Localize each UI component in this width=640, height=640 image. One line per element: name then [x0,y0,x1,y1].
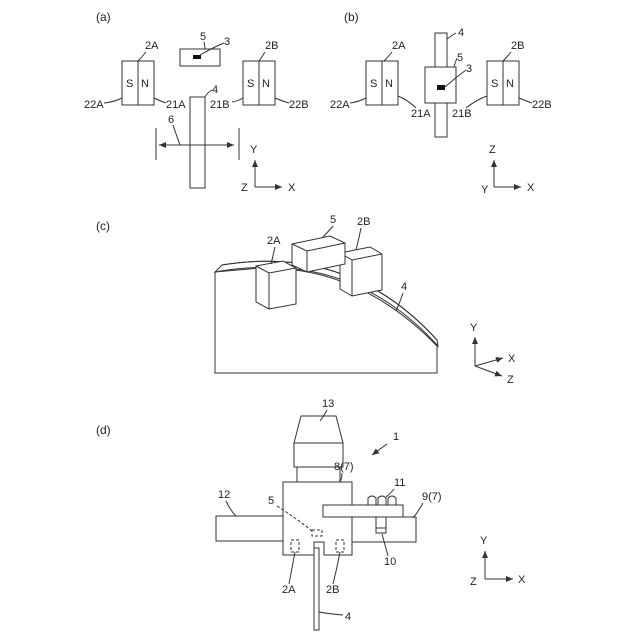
magnet-2a: S N [366,61,398,105]
panel-a: (a) S N 2A 22A 21A 5 3 S N 2B [84,10,309,194]
pole-n: N [385,78,393,90]
pole-s: S [247,78,254,90]
panel-b-tag: (b) [344,10,359,24]
label-1: 1 [393,431,399,443]
sensor-5 [292,236,345,272]
axis-up: Y [480,535,488,547]
label-5: 5 [457,52,463,64]
axis-out: Z [241,182,248,194]
sensor-5 [180,49,220,66]
magnetic-element-3 [193,55,201,59]
axis-right: X [288,182,296,194]
label-4: 4 [458,27,464,39]
housing-8 [283,482,352,555]
axis-out: Z [470,576,477,588]
label-9: 9(7) [422,491,442,503]
label-2b: 2B [357,216,370,228]
label-3: 3 [466,63,472,75]
magnet-2b: S N [487,61,519,105]
label-13: 13 [322,398,334,410]
label-8: 8(7) [334,461,354,473]
label-5: 5 [330,214,336,226]
label-2a: 2A [282,584,296,596]
panel-d-tag: (d) [96,423,111,437]
axis-right: X [508,353,516,365]
label-22b: 22B [532,99,552,111]
axis-up: Y [470,322,478,334]
label-21a: 21A [411,108,431,120]
magnet-2b: S N [243,61,275,105]
pole-n: N [262,78,270,90]
label-6: 6 [168,114,174,126]
magnet-2b [340,247,382,296]
axis-out: Y [481,184,489,196]
axis-up: Y [250,144,258,156]
label-12: 12 [218,489,230,501]
label-10: 10 [384,556,396,568]
label-21a: 21A [166,99,186,111]
label-21b: 21B [210,99,230,111]
axes-b: Z X Y [481,144,535,196]
label-5: 5 [200,31,206,43]
label-4: 4 [401,281,407,293]
label-4: 4 [345,611,351,623]
axis-out: Z [507,374,514,386]
label-2a: 2A [392,40,406,52]
bracket [323,505,403,517]
label-2b: 2B [265,40,278,52]
label-2b: 2B [326,584,339,596]
axis-up: Z [489,144,496,156]
rail-4 [190,97,205,188]
label-2a: 2A [145,40,159,52]
label-2a: 2A [267,235,281,247]
axes-d: Y X Z [470,535,526,588]
label-22b: 22B [289,99,309,111]
axis-right: X [527,182,535,194]
arm-12 [216,516,288,541]
axes-a: Y X Z [241,144,296,194]
pole-s: S [491,78,498,90]
axes-c: Y X Z [470,322,516,386]
panel-d: (d) 13 12 8(7) 9(7) 11 [96,398,526,630]
label-22a: 22A [330,99,350,111]
bolts-11 [368,496,396,505]
label-22a: 22A [84,99,104,111]
panel-c-tag: (c) [96,219,110,233]
pole-n: N [506,78,514,90]
pole-s: S [126,78,133,90]
label-3: 3 [224,36,230,48]
label-21b: 21B [452,108,472,120]
label-11: 11 [394,477,405,489]
label-5: 5 [268,495,274,507]
label-4: 4 [212,84,218,96]
panel-b: (b) S N 2A 22A 21A 4 5 3 S N 2B [330,10,552,196]
axis-right: X [518,574,526,586]
magnetic-element-3 [437,85,445,90]
panel-a-tag: (a) [96,10,111,24]
pole-n: N [141,78,149,90]
rail-4 [314,548,319,630]
label-2b: 2B [511,40,524,52]
pole-s: S [370,78,377,90]
magnet-2a: S N [122,61,154,105]
magnet-2a [256,261,296,309]
panel-c: (c) 5 2B 2A 4 [96,214,516,386]
pin-10 [376,517,386,533]
